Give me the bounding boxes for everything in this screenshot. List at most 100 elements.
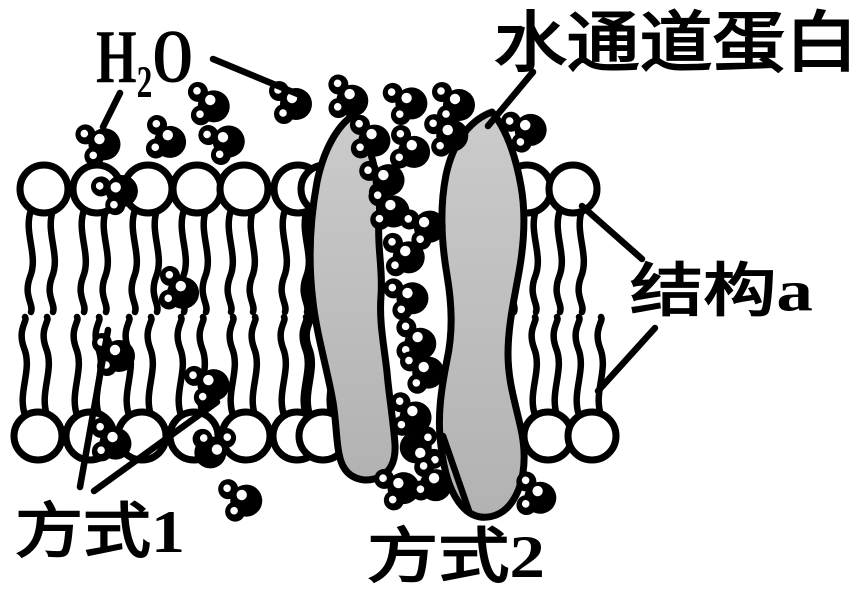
water-molecule bbox=[75, 124, 121, 167]
highlight-dot bbox=[205, 94, 216, 106]
highlight-dot bbox=[415, 447, 426, 459]
highlight-dot bbox=[80, 129, 89, 138]
pointer-line-method-1-line-a bbox=[76, 326, 112, 491]
water-molecule bbox=[90, 417, 132, 462]
label-h2o: H₂O bbox=[96, 15, 193, 99]
highlight-dot bbox=[405, 356, 413, 365]
highlight-dot bbox=[395, 153, 404, 162]
water-molecule bbox=[198, 125, 245, 165]
phospholipid-head bbox=[10, 408, 66, 464]
aquaporin-right-subunit bbox=[435, 108, 528, 521]
highlight-dot bbox=[199, 434, 208, 442]
label-method-2: 方式2 bbox=[367, 524, 545, 590]
highlight-dot bbox=[203, 130, 211, 139]
highlight-dot bbox=[97, 446, 105, 455]
highlight-dot bbox=[364, 166, 372, 174]
highlight-dot bbox=[429, 119, 437, 128]
phospholipid-tail bbox=[99, 206, 112, 316]
highlight-dot bbox=[333, 103, 342, 111]
phospholipid-tail bbox=[572, 313, 585, 419]
water-molecule bbox=[382, 82, 428, 125]
highlight-dot bbox=[404, 215, 413, 223]
highlight-dot bbox=[385, 199, 396, 211]
phospholipid-head bbox=[545, 161, 601, 217]
highlight-dot bbox=[236, 489, 247, 501]
highlight-dot bbox=[532, 485, 543, 497]
phospholipid-tail bbox=[303, 313, 316, 419]
highlight-dot bbox=[333, 79, 342, 88]
highlight-dot bbox=[388, 238, 396, 246]
label-method-1: 方式1 bbox=[15, 499, 185, 565]
water-molecule bbox=[390, 392, 432, 436]
label-aquaporin: 水通道蛋白 bbox=[494, 8, 858, 81]
phospholipid-tail bbox=[248, 313, 261, 419]
highlight-dot bbox=[89, 151, 98, 160]
highlight-dot bbox=[95, 182, 104, 190]
phospholipid-tail bbox=[46, 206, 59, 316]
water-molecule bbox=[187, 81, 230, 126]
phospholipid-head bbox=[564, 408, 620, 464]
highlight-dot bbox=[355, 119, 363, 128]
water-molecule bbox=[184, 365, 230, 408]
highlight-dot bbox=[505, 117, 514, 125]
highlight-dot bbox=[387, 88, 396, 96]
highlight-dot bbox=[407, 405, 418, 417]
water-molecule bbox=[158, 265, 200, 310]
water-molecule bbox=[400, 351, 445, 394]
highlight-dot bbox=[396, 129, 405, 138]
phospholipid-tail bbox=[529, 206, 542, 316]
phospholipid-tail bbox=[77, 206, 90, 316]
phospholipid-tail bbox=[553, 206, 566, 316]
highlight-dot bbox=[164, 294, 173, 303]
highlight-dot bbox=[366, 128, 377, 140]
highlight-dot bbox=[406, 139, 417, 151]
highlight-dot bbox=[400, 245, 411, 257]
highlight-dot bbox=[356, 143, 364, 152]
water-molecule bbox=[145, 114, 187, 159]
phospholipid-tail bbox=[226, 313, 239, 419]
highlight-dot bbox=[418, 361, 429, 373]
phospholipid-tail bbox=[278, 206, 291, 316]
phospholipid-tail bbox=[550, 313, 563, 419]
phospholipid-tail bbox=[594, 313, 607, 419]
highlight-dot bbox=[520, 119, 531, 131]
highlight-dot bbox=[391, 261, 399, 269]
highlight-dot bbox=[397, 305, 406, 314]
highlight-dot bbox=[388, 283, 397, 292]
highlight-dot bbox=[151, 143, 160, 152]
highlight-dot bbox=[431, 455, 439, 464]
highlight-dot bbox=[109, 344, 121, 356]
water-molecules bbox=[75, 74, 557, 522]
phospholipid-head bbox=[169, 161, 225, 217]
phospholipid-tail bbox=[299, 313, 312, 419]
highlight-dot bbox=[437, 87, 445, 95]
highlight-dot bbox=[175, 280, 186, 292]
phospholipid-tail bbox=[24, 206, 37, 316]
water-molecule bbox=[349, 114, 391, 159]
highlight-dot bbox=[449, 93, 461, 105]
pointer-line-h2o-short bbox=[99, 89, 124, 131]
highlight-dot bbox=[375, 214, 384, 223]
highlight-dot bbox=[215, 150, 224, 159]
highlight-dot bbox=[217, 131, 229, 143]
pointer-line-method-2-line bbox=[439, 432, 473, 515]
phospholipid-tail bbox=[224, 206, 237, 316]
highlight-dot bbox=[379, 474, 387, 482]
pointer-line-h2o-long bbox=[209, 55, 304, 99]
phospholipid-tail bbox=[128, 206, 141, 316]
highlight-dot bbox=[397, 420, 406, 429]
highlight-dot bbox=[230, 506, 238, 515]
highlight-dot bbox=[388, 495, 397, 504]
pointer-line-structure-a-upper bbox=[578, 202, 646, 263]
phospholipid-tail bbox=[18, 313, 31, 419]
highlight-dot bbox=[436, 141, 444, 150]
highlight-dot bbox=[279, 109, 287, 117]
water-molecule bbox=[90, 175, 138, 216]
phospholipid-tail bbox=[575, 206, 588, 316]
phospholipid-head bbox=[216, 161, 272, 217]
phospholipid-tail bbox=[199, 206, 212, 316]
highlight-dot bbox=[395, 110, 404, 118]
highlight-dot bbox=[344, 88, 355, 100]
water-molecule bbox=[383, 278, 429, 321]
water-molecule bbox=[328, 74, 369, 119]
